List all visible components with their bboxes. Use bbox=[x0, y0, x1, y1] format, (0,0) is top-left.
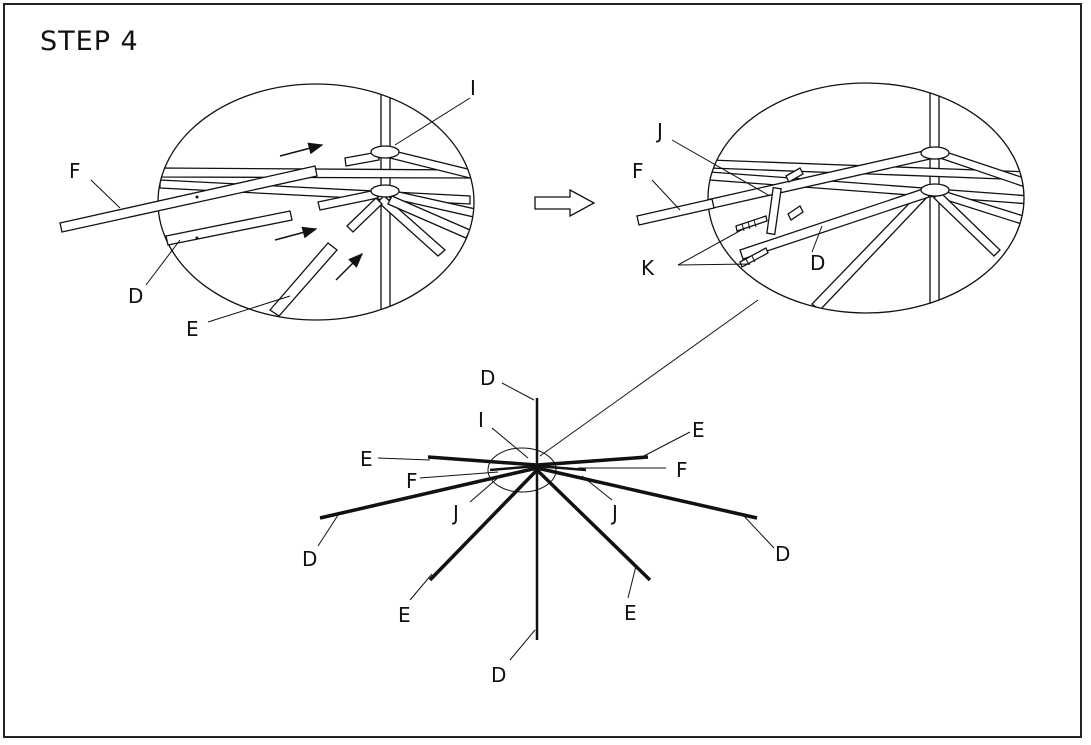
label-j-left: J bbox=[451, 501, 459, 525]
right-detail-view: J F K D bbox=[632, 82, 1025, 314]
label-d: D bbox=[810, 251, 825, 275]
diagram-frame bbox=[3, 3, 1082, 738]
tube-d bbox=[165, 210, 293, 246]
label-d: D bbox=[128, 284, 143, 308]
left-detail-view: F D E I bbox=[59, 76, 476, 341]
detail-connector bbox=[539, 299, 759, 457]
bolts-k bbox=[735, 167, 804, 268]
label-d-left: D bbox=[302, 547, 317, 571]
label-e: E bbox=[186, 317, 199, 341]
label-e-left-top: E bbox=[360, 447, 373, 471]
bracket-j bbox=[766, 186, 782, 236]
step-title: STEP 4 bbox=[40, 26, 139, 57]
label-e-right-top: E bbox=[692, 418, 705, 442]
label-j: J bbox=[655, 119, 663, 143]
label-i: I bbox=[470, 76, 476, 100]
label-d-top: D bbox=[480, 366, 495, 390]
label-f: F bbox=[69, 159, 81, 183]
label-f: F bbox=[632, 159, 644, 183]
label-f-right: F bbox=[676, 458, 688, 482]
label-e-right-bottom: E bbox=[624, 601, 637, 625]
tube-f bbox=[59, 165, 318, 233]
transition-arrow bbox=[534, 188, 596, 218]
label-d-bottom: D bbox=[491, 663, 506, 687]
overview-frame: D I E E F F J J D D E E D bbox=[302, 366, 790, 687]
label-f-left: F bbox=[406, 469, 418, 493]
label-i: I bbox=[478, 408, 484, 432]
label-d-right: D bbox=[775, 542, 790, 566]
tube-e bbox=[269, 242, 338, 317]
label-j-right: J bbox=[610, 501, 618, 525]
label-k: K bbox=[641, 256, 655, 280]
label-e-left-bottom: E bbox=[398, 603, 411, 627]
